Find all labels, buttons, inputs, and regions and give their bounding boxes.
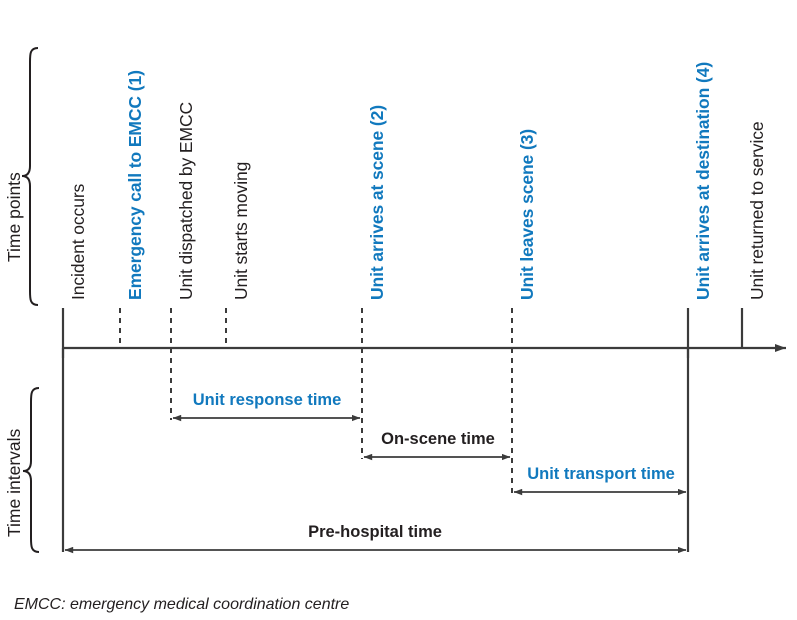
time-point-label-unit-returned-to-service: Unit returned to service [747, 121, 767, 300]
interval-label-on-scene-time: On-scene time [381, 430, 495, 448]
interval-label-unit-transport-time: Unit transport time [527, 465, 675, 483]
footnote-emcc: EMCC: emergency medical coordination cen… [14, 596, 350, 613]
time-point-label-unit-starts-moving: Unit starts moving [231, 161, 251, 300]
group-label-time-points: Time points [4, 172, 24, 262]
interval-arrows [64, 414, 687, 554]
time-point-label-unit-arrives-at-scene: Unit arrives at scene (2) [367, 105, 387, 300]
time-point-ticks [61, 308, 744, 552]
time-point-label-unit-arrives-at-destination: Unit arrives at destination (4) [693, 61, 713, 300]
interval-label-pre-hospital-time: Pre-hospital time [308, 523, 442, 541]
group-label-time-intervals: Time intervals [4, 428, 24, 537]
brace-time-points [21, 47, 39, 306]
time-point-label-unit-dispatched-by-emcc: Unit dispatched by EMCC [176, 101, 196, 300]
time-point-label-unit-leaves-scene: Unit leaves scene (3) [517, 128, 537, 300]
brace-time-intervals [22, 387, 40, 553]
interval-label-unit-response-time: Unit response time [192, 391, 342, 409]
time-point-label-incident-occurs: Incident occurs [68, 183, 88, 300]
time-point-label-emergency-call-to-emcc: Emergency call to EMCC (1) [125, 70, 145, 300]
